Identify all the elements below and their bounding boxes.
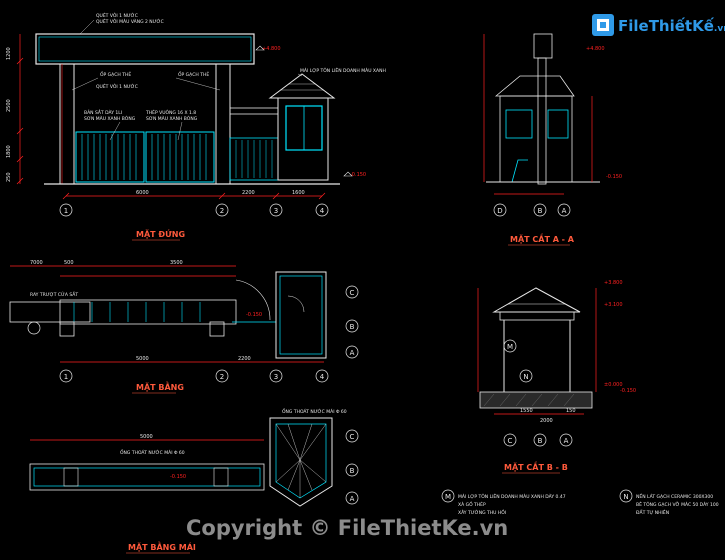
grid-plan-4: 4: [320, 373, 325, 381]
title-section-aa: MẶT CẮT A - A: [510, 232, 575, 244]
grid-plan-3: 3: [274, 373, 278, 381]
grid-front-2: 2: [220, 207, 224, 215]
grid-aa-d: D: [497, 207, 502, 215]
note-plan-rail: RAY TRƯỢT CỬA SẮT: [30, 290, 78, 298]
note-gate-paint: SƠN MÀU XANH BÓNG: [84, 115, 136, 122]
note-sign-body: QUÉT VÔI MÀU VÀNG 2 NƯỚC: [96, 17, 164, 25]
grid-bb-b: B: [538, 437, 543, 445]
booth-plan: [275, 271, 327, 359]
title-front-elevation: MẶT ĐỨNG: [136, 228, 185, 239]
dim-plan-top-1: 7000: [30, 260, 43, 266]
note-roof: MÁI LỢP TÔN LIÊN DOANH MÀU XANH: [300, 66, 386, 74]
grid-front-4: 4: [320, 207, 325, 215]
legend-m-3: XÂY TƯỜNG THU HỒI: [458, 507, 506, 516]
dim-bb-bottom-2: 2000: [540, 418, 553, 424]
grid-aa-b: B: [538, 207, 543, 215]
grid-front-1: 1: [64, 207, 68, 215]
note-sign-cap: QUÉT VÔI 1 NƯỚC: [96, 11, 138, 19]
grid-plan-2: 2: [220, 373, 224, 381]
gate-sign-board: [35, 33, 255, 65]
dim-plan-top-3: 3500: [170, 260, 183, 266]
dim-plan-bottom-1: 5000: [136, 356, 149, 362]
booth-roof: [268, 73, 336, 99]
note-roof-drain: ỐNG THOÁT NƯỚC MÁI Φ 60: [120, 448, 185, 456]
grid-front-3: 3: [274, 207, 278, 215]
dim-front-bottom-2: 2200: [242, 190, 255, 196]
grid-roof-b: B: [350, 467, 355, 475]
level-bb-mid: +3.100: [604, 302, 623, 308]
dim-bb-bottom-3: 150: [566, 408, 576, 414]
roof-plan: 5000 ỐNG THOÁT NƯỚC MÁI Φ 60 -0.150 ỐNG …: [29, 407, 359, 554]
guard-booth: [277, 97, 329, 181]
legend-n-2: BÊ TÔNG GẠCH VỠ MÁC 50 DÀY 100: [636, 500, 719, 508]
title-roof-plan: MẶT BẰNG MÁI: [128, 540, 196, 552]
svg-text:N: N: [623, 493, 628, 501]
grid-bb-c: C: [508, 437, 513, 445]
legend-n-1: NỀN LÁT GẠCH CERAMIC 300X300: [636, 492, 713, 500]
booth-roof-plan: [269, 417, 333, 507]
note-paint: QUÉT VÔI 1 NƯỚC: [96, 82, 138, 90]
grid-bb-a: A: [564, 437, 569, 445]
level-front-top: +4.800: [262, 46, 281, 52]
section-b-b: +3.800 +3.100 ±0.000 -0.150 1550 2000 15…: [477, 280, 636, 474]
dim-front-bottom-1: 6000: [136, 190, 149, 196]
dim-plan-bottom-2: 2200: [238, 356, 251, 362]
gate-panel-right: [145, 131, 215, 183]
note-gate: BẢN SẮT DÀY 1LI: [84, 108, 122, 116]
level-front-base: -0.150: [350, 172, 366, 178]
dim-plan-top-2: 500: [64, 260, 74, 266]
gate-pillar-middle: [215, 63, 231, 185]
dim-front-left-4: 250: [6, 172, 12, 182]
grid-plan-1: 1: [64, 373, 68, 381]
level-bb-top: +3.800: [604, 280, 623, 286]
level-plan-floor: -0.150: [246, 312, 262, 318]
level-bb-floor: ±0.000: [604, 382, 623, 388]
legend-m-2: XÀ GỒ THÉP: [458, 499, 486, 508]
front-elevation: QUÉT VÔI 1 NƯỚC QUÉT VÔI MÀU VÀNG 2 NƯỚC…: [6, 11, 386, 241]
grid-aa-a: A: [562, 207, 567, 215]
gate-rail-track: [9, 301, 91, 323]
note-cladding-right: ỐP GẠCH THẺ: [178, 70, 209, 78]
dim-roof-bottom: 5000: [140, 434, 153, 440]
copyright-watermark: Copyright © FileThietKe.vn: [186, 516, 509, 540]
legend-n-3: ĐẤT TỰ NHIÊN: [636, 508, 669, 516]
svg-text:N: N: [523, 373, 528, 381]
dim-front-left-1: 1200: [6, 47, 12, 60]
grid-roof-a: A: [350, 495, 355, 503]
title-plan: MẶT BẰNG: [136, 380, 184, 392]
legend-notes: M MÁI LỢP TÔN LIÊN DOANH MÀU XANH DÀY 0.…: [441, 489, 719, 516]
level-aa-base: -0.150: [606, 174, 622, 180]
note-bar-paint: SƠN MÀU XANH BÓNG: [146, 115, 198, 122]
note-cladding-left: ỐP GẠCH THẺ: [100, 70, 131, 78]
level-roof: -0.150: [170, 474, 186, 480]
svg-text:M: M: [445, 493, 451, 501]
dim-front-left-3: 1800: [6, 145, 12, 158]
note-bar: THÉP VUÔNG 16 X 1.8: [145, 108, 196, 116]
gate-panel-left: [75, 131, 145, 183]
grid-plan-c: C: [350, 289, 355, 297]
legend-m-1: MÁI LỢP TÔN LIÊN DOANH MÀU XANH DÀY 0.47: [458, 492, 566, 500]
note-roof-drain-2: ỐNG THOÁT NƯỚC MÁI Φ 60: [282, 407, 347, 415]
dim-front-bottom-3: 1600: [292, 190, 305, 196]
dim-front-left-2: 2500: [6, 99, 12, 112]
grid-roof-c: C: [350, 433, 355, 441]
section-a-a: +4.800 -0.150 D B A MẶT CẮT A - A: [483, 33, 622, 246]
grid-plan-b: B: [350, 323, 355, 331]
svg-text:M: M: [507, 343, 513, 351]
level-aa-top: +4.800: [586, 46, 605, 52]
site-logo-suffix: .vn: [713, 24, 725, 34]
grid-plan-a: A: [350, 349, 355, 357]
dim-bb-bottom-1: 1550: [520, 408, 533, 414]
site-logo-text: FileThiếtKế.vn: [618, 17, 725, 35]
level-bb-base: -0.150: [620, 388, 636, 394]
title-section-bb: MẶT CẮT B - B: [504, 460, 568, 472]
floor-plan: 7000 500 3500 RAY TRƯỢT CỬA SẮT -0.150 5…: [9, 260, 359, 394]
site-logo-mark: [592, 14, 614, 36]
